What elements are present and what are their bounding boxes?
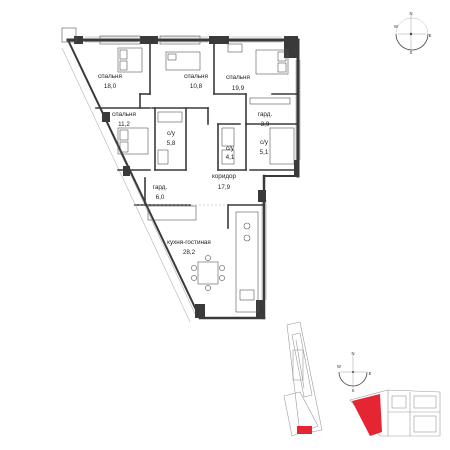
compass-east: E xyxy=(429,33,432,38)
compass-south: S xyxy=(352,388,355,393)
room-area: 17,9 xyxy=(218,184,231,191)
interior-walls xyxy=(95,39,299,229)
room-name: спальня xyxy=(184,73,208,80)
compass-bottom: N W E S xyxy=(337,351,372,393)
compass-east: E xyxy=(369,371,372,376)
room-area: 5,1 xyxy=(260,149,269,156)
compass-west: W xyxy=(337,364,341,369)
bed-bedroom-3 xyxy=(255,49,289,75)
room-name: спальня xyxy=(98,73,122,80)
room-name: спальня xyxy=(226,74,250,81)
bed-bedroom-1 xyxy=(117,47,143,73)
compass-north: N xyxy=(409,11,412,16)
compass-top: N W E S xyxy=(394,11,432,55)
outer-walls xyxy=(66,38,300,320)
facade-lines xyxy=(61,43,197,323)
wall-pillars xyxy=(74,36,299,318)
compass-west: W xyxy=(394,24,398,29)
room-name: гард. xyxy=(153,184,168,191)
dining-table xyxy=(197,261,219,285)
site-plan-left xyxy=(283,321,323,437)
room-area: 28,2 xyxy=(183,249,196,256)
room-area: 18,0 xyxy=(104,83,117,90)
room-area: 10,8 xyxy=(190,83,203,90)
apartment-location-marker xyxy=(297,426,312,434)
room-name: с/у xyxy=(226,145,235,152)
room-labels: спальня 18,0 спальня 10,8 спальня 19,9 с… xyxy=(98,73,272,256)
room-area: 4,1 xyxy=(226,154,235,161)
furniture xyxy=(61,27,295,313)
room-name: кухня-гостиная xyxy=(167,239,211,246)
room-area: 6,0 xyxy=(156,194,165,201)
bed-bedroom-2 xyxy=(165,51,201,71)
room-name: с/у xyxy=(167,130,176,137)
room-name: коридор xyxy=(212,173,237,180)
room-area: 5,8 xyxy=(167,140,176,147)
room-area: 19,9 xyxy=(232,85,245,92)
room-name: спальня xyxy=(112,111,136,118)
room-name: с/у xyxy=(260,139,269,146)
compass-south: S xyxy=(410,50,413,55)
compass-north: N xyxy=(351,351,354,356)
room-area: 11,2 xyxy=(118,121,130,128)
kitchen-counter xyxy=(235,211,259,313)
apartment-highlight xyxy=(352,394,382,436)
bed-bedroom-4 xyxy=(117,127,149,155)
compass-dot-icon xyxy=(409,32,413,36)
room-name: гард. xyxy=(258,111,273,118)
room-area: 3,9 xyxy=(261,121,270,128)
sofa xyxy=(147,205,197,221)
